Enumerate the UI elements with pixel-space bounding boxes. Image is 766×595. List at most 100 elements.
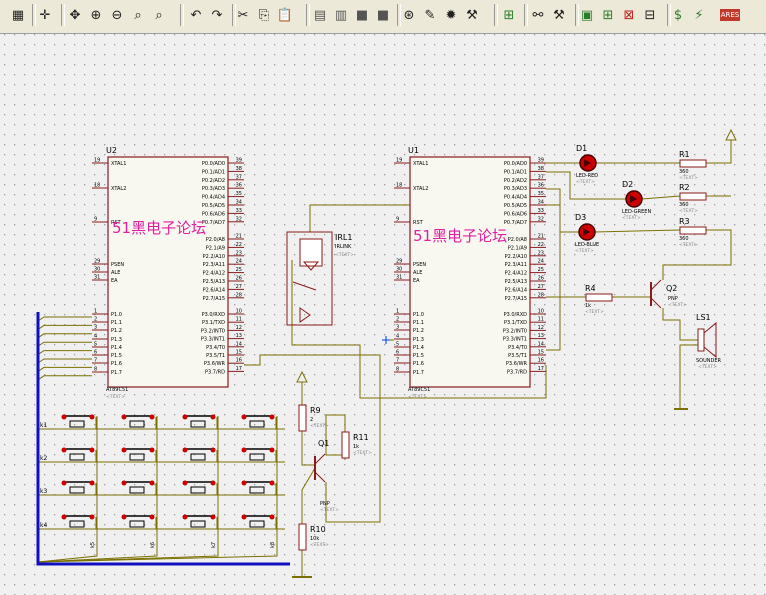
keypad-switch-terminal xyxy=(241,447,247,453)
u1-pin-number: 5 xyxy=(396,342,399,348)
q2-part-label: PNP xyxy=(668,296,678,302)
u2-pin-number: 31 xyxy=(94,275,100,281)
block-rotate-button[interactable]: ■ xyxy=(352,4,372,26)
q1-text-label: <TEXT> xyxy=(320,507,339,513)
bus-entry-wire xyxy=(37,366,92,372)
resistor-body xyxy=(341,431,350,459)
search-tag-button[interactable]: ⚯ xyxy=(528,4,548,26)
ares-icon: ARES xyxy=(719,9,741,21)
keypad-col-wire xyxy=(37,416,158,563)
zoom-out-icon: ⊖ xyxy=(111,7,123,23)
origin-button[interactable]: ✛ xyxy=(35,4,55,26)
wire xyxy=(325,414,346,455)
u1-pin-name: P1.5 xyxy=(413,353,424,359)
u2-pin-number: 12 xyxy=(236,325,242,331)
u1-text-label: <TEXT> xyxy=(408,394,427,400)
u2-pin-name: P0.7/AD7 xyxy=(202,220,225,226)
goto-child-icon: ⊟ xyxy=(644,7,656,23)
u2-pin-number: 19 xyxy=(94,158,100,164)
u1-part-label: AT89C51 xyxy=(408,387,430,393)
u2-pin-number: 18 xyxy=(94,183,100,189)
u2-pin-name: P0.4/AD4 xyxy=(202,195,225,201)
keypad-switch-terminal xyxy=(210,414,216,420)
toolbar-separator xyxy=(397,4,401,26)
u2-pin-name: P1.1 xyxy=(111,320,122,326)
copy-button[interactable]: ⎘ xyxy=(254,4,274,26)
keypad-switch-button xyxy=(249,453,265,461)
u2-pin-name: P0.5/AD5 xyxy=(202,203,225,209)
u1-pin-number: 24 xyxy=(538,259,544,265)
wire xyxy=(662,229,732,280)
keypad-switch-terminal xyxy=(149,414,155,420)
u2-pin-number: 24 xyxy=(236,259,242,265)
u2-pin-name: P0.0/AD0 xyxy=(202,161,225,167)
redo-icon: ↷ xyxy=(211,7,223,23)
u1-pin-number: 34 xyxy=(538,200,544,206)
u2-pin-name: P1.0 xyxy=(111,312,122,318)
zoom-out-button[interactable]: ⊖ xyxy=(107,4,127,26)
u1-pin-number: 26 xyxy=(538,276,544,282)
new-sheet-button[interactable]: ▣ xyxy=(577,4,597,26)
power-terminal-icon xyxy=(296,370,308,383)
watermark-text-u2: 51黑电子论坛 xyxy=(112,219,206,237)
ls1-text-label: <TEXT> xyxy=(698,364,717,370)
pan-button[interactable]: ✥ xyxy=(65,4,85,26)
undo-button[interactable]: ↶ xyxy=(186,4,206,26)
keypad-switch-button xyxy=(129,520,145,528)
netlist-to-ares-button[interactable]: ARES xyxy=(719,4,741,26)
pick-device-button[interactable]: ⊛ xyxy=(399,4,419,26)
zoom-area-button[interactable]: ⌕ xyxy=(149,4,169,26)
irl1-beam xyxy=(292,281,317,291)
make-device-button[interactable]: ✎ xyxy=(420,4,440,26)
block-copy-button[interactable]: ▤ xyxy=(310,4,330,26)
resistor-text-label: <TEXT> xyxy=(679,175,698,181)
u2-pin-name: P0.2/AD2 xyxy=(202,178,225,184)
grid-toggle-button[interactable]: ▦ xyxy=(8,4,28,26)
u2-pin-number: 26 xyxy=(236,276,242,282)
led-part-label: LED-RED xyxy=(576,173,598,179)
u2-pin-name: P2.2/A10 xyxy=(203,254,225,260)
add-sheet-button[interactable]: ⊞ xyxy=(598,4,618,26)
sounder-horn xyxy=(703,321,717,359)
u1-pin-name: P3.7/RD xyxy=(507,369,527,375)
led-part-label: LED-BLUE xyxy=(575,242,599,248)
keypad-switch-button xyxy=(69,520,85,528)
u1-pin-number: 14 xyxy=(538,341,544,347)
keypad-switch-terminal xyxy=(89,414,95,420)
u1-pin-name: P1.0 xyxy=(413,312,424,318)
bill-of-materials-button[interactable]: $ xyxy=(668,4,688,26)
electrical-rule-check-button[interactable]: ⚡ xyxy=(689,4,709,26)
q1-collector xyxy=(314,453,326,465)
led-text-label: <TEXT> xyxy=(622,215,641,221)
property-tool-button[interactable]: ⚒ xyxy=(549,4,569,26)
goto-child-button[interactable]: ⊟ xyxy=(640,4,660,26)
keypad-switch-button xyxy=(190,520,206,528)
u2-pin-number: 35 xyxy=(236,191,242,197)
block-move-button[interactable]: ▥ xyxy=(331,4,351,26)
u1-pin-name: P1.1 xyxy=(413,320,424,326)
zoom-in-button[interactable]: ⊕ xyxy=(86,4,106,26)
zoom-all-button[interactable]: ⌕ xyxy=(128,4,148,26)
copy-icon: ⎘ xyxy=(258,7,270,23)
block-delete-button[interactable]: ■ xyxy=(373,4,393,26)
packaging-button[interactable]: ✹ xyxy=(441,4,461,26)
watermark-text-u1: 51黑电子论坛 xyxy=(413,227,507,245)
u1-pin-number: 13 xyxy=(538,333,544,339)
u2-pin-name: P3.7/RD xyxy=(205,369,225,375)
grid-icon: ▦ xyxy=(11,7,25,23)
led-ref-label: D1 xyxy=(576,144,587,153)
u2-ref-label: U2 xyxy=(106,146,117,155)
decompose-button[interactable]: ⚒ xyxy=(462,4,482,26)
u2-pin-number: 34 xyxy=(236,200,242,206)
cut-button[interactable]: ✂ xyxy=(233,4,253,26)
keypad-switch-terminal xyxy=(210,514,216,520)
redo-button[interactable]: ↷ xyxy=(207,4,227,26)
wire-autorouter-button[interactable]: ⊞ xyxy=(499,4,519,26)
paste-button[interactable]: 📋 xyxy=(275,4,295,26)
irl1-part-label: IRLINK xyxy=(335,244,352,250)
remove-sheet-button[interactable]: ⊠ xyxy=(619,4,639,26)
resistor-value-label: 360 xyxy=(679,169,689,175)
u1-pin-number: 2 xyxy=(396,317,399,323)
u2-pin-name: P1.3 xyxy=(111,337,122,343)
